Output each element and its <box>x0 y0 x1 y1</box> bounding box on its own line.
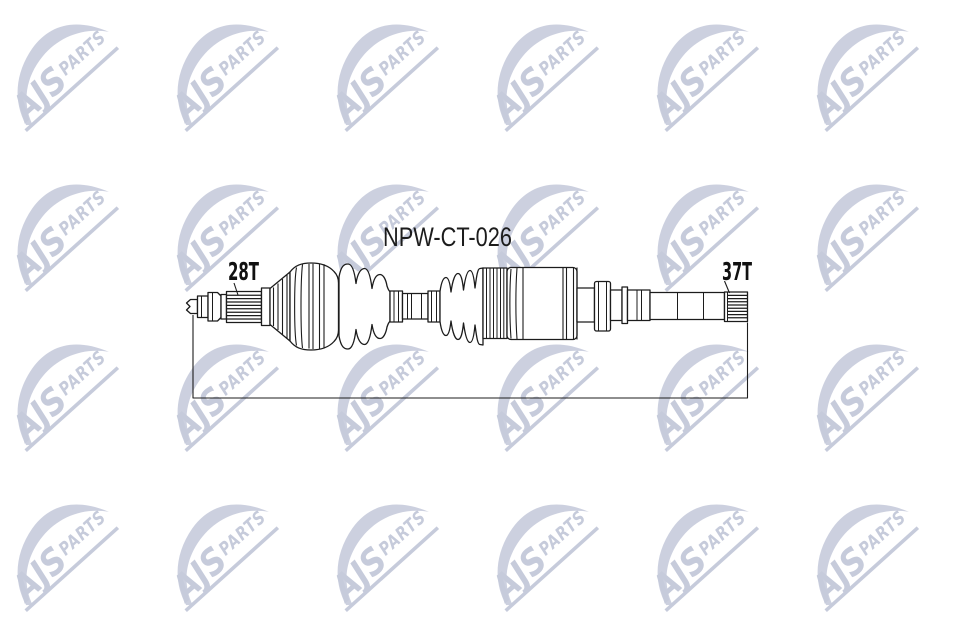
joint-step-cone <box>269 271 291 342</box>
intermediate-shaft <box>401 292 429 320</box>
output-collar <box>626 289 651 322</box>
output-ring-2 <box>621 286 629 325</box>
outer-boot-bellows <box>338 263 391 350</box>
driveshaft-drawing <box>185 262 749 399</box>
left-spline-teeth-label: 28T <box>228 257 259 286</box>
left-stub-tip <box>185 298 199 315</box>
right-spline-section <box>723 291 749 323</box>
washer-ring <box>220 293 228 320</box>
inner-boot-bellows <box>439 267 484 346</box>
spline-collar-ring <box>260 287 271 327</box>
output-neck-2 <box>609 289 623 322</box>
outer-cv-joint-housing <box>289 262 340 351</box>
left-teeth-leader-line <box>233 282 239 296</box>
inner-cv-joint-housing <box>506 266 578 341</box>
output-neck-1 <box>576 287 596 323</box>
left-spline-section <box>225 290 263 324</box>
inner-joint-clamp-band <box>482 267 508 340</box>
threaded-end <box>196 295 209 319</box>
part-number-label: NPW-CT-026 <box>383 222 512 252</box>
output-flange-ring <box>593 280 612 332</box>
right-teeth-leader-line <box>723 280 731 294</box>
boot-clamp-left <box>389 290 404 323</box>
right-spline-teeth-label: 37T <box>722 257 752 286</box>
output-shaft <box>649 291 726 321</box>
overall-length-dimension-line <box>192 315 749 399</box>
boot-clamp-right <box>427 290 441 323</box>
nut-block <box>207 291 222 322</box>
